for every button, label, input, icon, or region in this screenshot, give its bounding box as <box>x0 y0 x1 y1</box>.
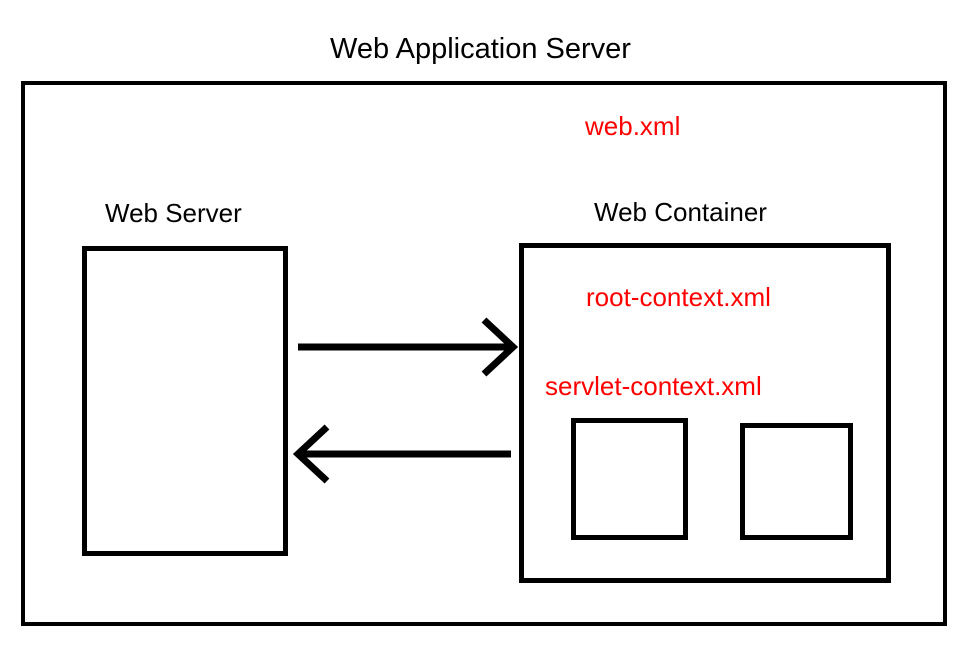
web-container-label: Web Container <box>594 197 767 227</box>
response-arrow-icon <box>292 424 511 484</box>
root-context-xml-label: root-context.xml <box>586 282 771 312</box>
web-application-server-frame <box>21 81 947 626</box>
servlet-context-xml-label: servlet-context.xml <box>545 371 762 401</box>
diagram-title: Web Application Server <box>330 33 631 65</box>
web-server-label: Web Server <box>105 198 242 228</box>
servlet-box-left <box>571 418 688 540</box>
web-container-box <box>519 243 891 583</box>
web-xml-label: web.xml <box>585 111 681 141</box>
servlet-box-right <box>740 423 853 540</box>
request-arrow-icon <box>298 317 519 377</box>
web-server-box <box>82 246 288 556</box>
